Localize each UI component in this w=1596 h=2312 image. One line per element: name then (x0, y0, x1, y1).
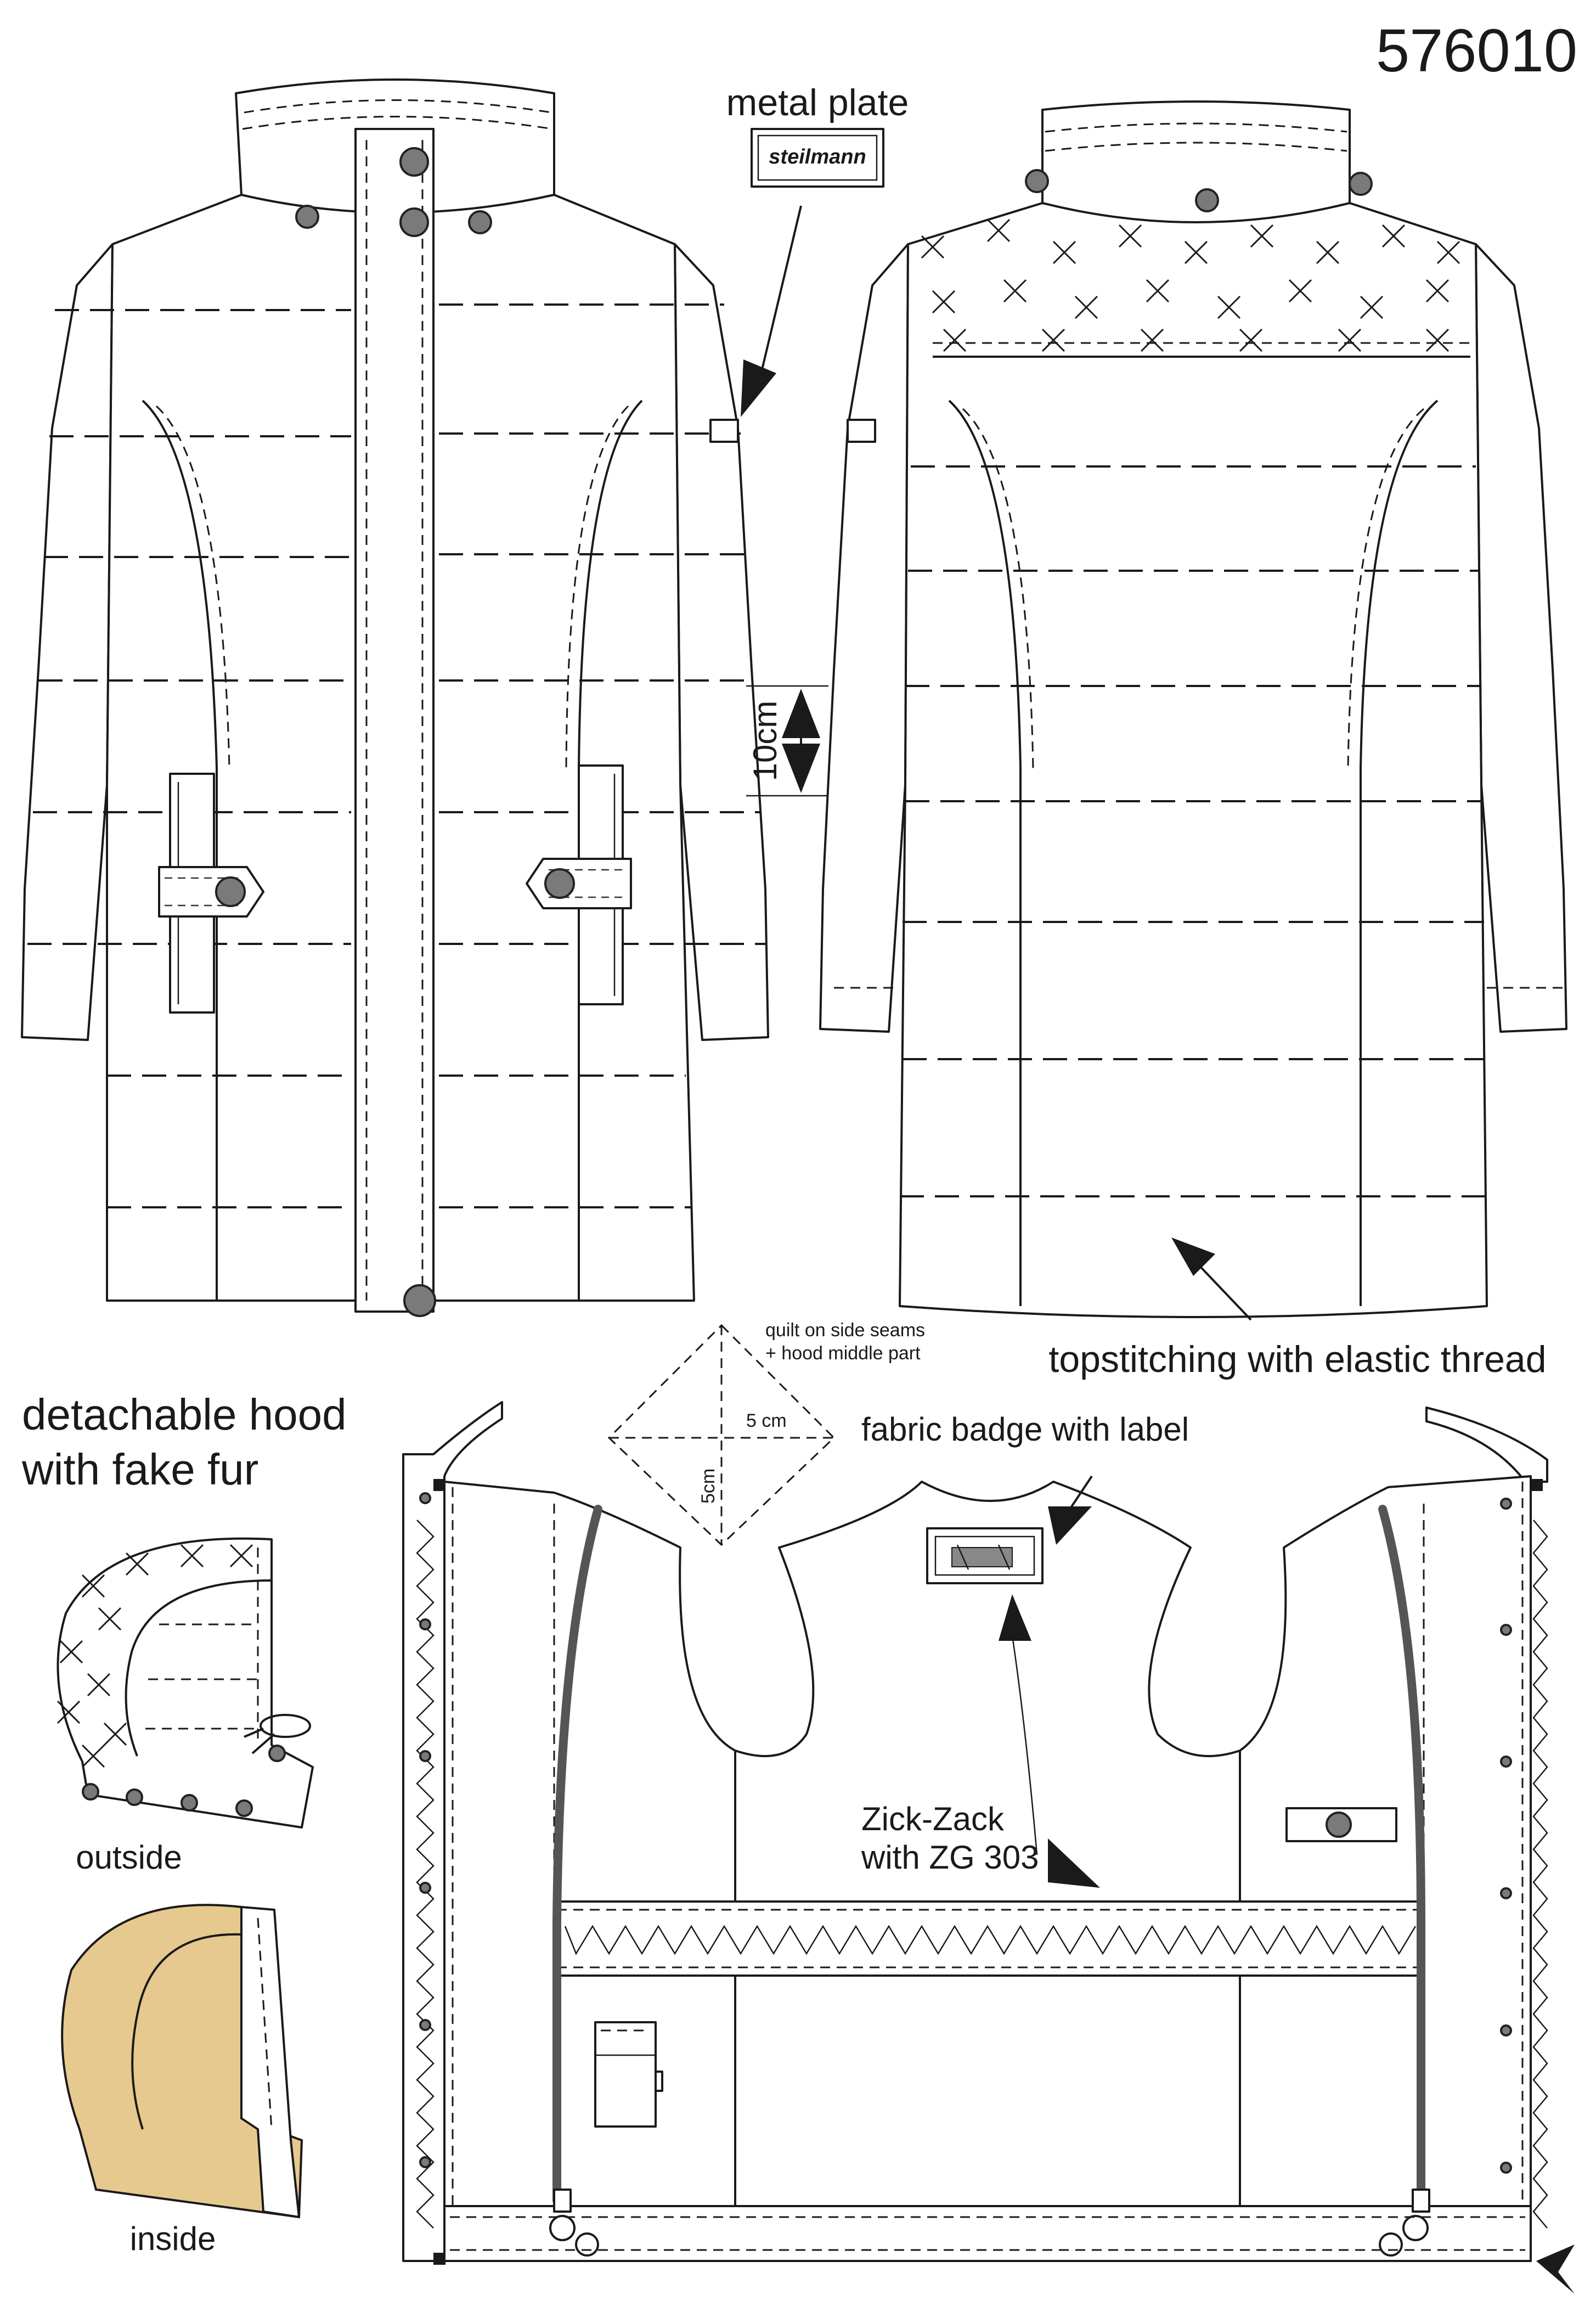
fabric-badge-label: fabric badge with label (861, 1411, 1189, 1448)
front-snap (399, 207, 429, 237)
hood-inside-label: inside (130, 2220, 216, 2257)
sleeve-metal-plate (709, 419, 739, 443)
fabric-badge-callout: fabric badge with label (861, 1411, 1189, 1545)
front-right-sleeve (674, 243, 769, 1041)
sleeve-metal-plate (847, 419, 876, 443)
quilt-note-line1: quilt on side seams (765, 1320, 925, 1341)
article-number: 576010 (1376, 17, 1577, 85)
zickzack-label-line2: with ZG 303 (861, 1839, 1039, 1876)
quilt-diamond-diagram: quilt on side seams + hood middle part 5… (607, 1320, 925, 1546)
tab-snap (544, 868, 575, 899)
back-collar (1041, 100, 1351, 223)
zickzack-label-line1: Zick-Zack (861, 1801, 1005, 1837)
collar-snap (468, 210, 492, 234)
quilt-width-label: 5 cm (746, 1410, 787, 1431)
front-snap (399, 147, 429, 177)
quilt-note-line2: + hood middle part (765, 1343, 921, 1364)
topstitching-label: topstitching with elastic thread (1048, 1338, 1546, 1380)
back-right-sleeve (1475, 243, 1567, 1033)
hood-outside-label: outside (76, 1839, 182, 1876)
lining-pocket (594, 2021, 663, 2128)
collar-snap (1195, 188, 1219, 212)
collar-snap (295, 205, 319, 229)
coat-back-view (819, 100, 1567, 1318)
front-snap (403, 1284, 436, 1317)
measurement-10cm-label: 10cm (747, 701, 783, 781)
metal-plate-logo: steilmann (769, 145, 866, 168)
lining-inner-tab (1285, 1807, 1397, 1842)
coat-front-view (21, 78, 769, 1317)
hood-title-line2: with fake fur (21, 1445, 258, 1494)
front-quilting-lines (27, 303, 765, 1208)
front-left-sleeve (21, 243, 114, 1041)
back-body (899, 202, 1488, 1318)
back-quilting-lines (834, 465, 1564, 1197)
front-placket (354, 128, 435, 1313)
lining-zipper-left (552, 1505, 602, 2205)
lining-body (443, 1475, 1532, 2262)
lining-view (402, 1401, 1575, 2294)
hood-section: detachable hood with fake fur (21, 1390, 347, 2257)
topstitching-callout: topstitching with elastic thread (1048, 1237, 1547, 1380)
collar-snap (1025, 169, 1049, 193)
quilt-height-label: 5cm (698, 1469, 719, 1504)
lining-outer-shape-right (1425, 1407, 1548, 1483)
tab-snap (215, 876, 246, 907)
metal-plate-icon (751, 128, 884, 188)
metal-plate-callout: metal plate steilmann (726, 82, 909, 417)
collar-snap (1349, 172, 1373, 196)
lining-outer-shape (402, 1401, 503, 2262)
zickzack-callout: Zick-Zack with ZG 303 (861, 1594, 1100, 1888)
lining-zipper-right (1378, 1505, 1425, 2205)
yoke-cross-quilting (921, 218, 1460, 352)
back-left-sleeve (819, 243, 909, 1033)
hood-inside-drawing (61, 1904, 303, 2219)
measurement-10cm: 10cm (746, 685, 828, 797)
fabric-badge (926, 1527, 1044, 1584)
hood-outside-drawing (57, 1537, 314, 1829)
metal-plate-label: metal plate (726, 82, 909, 123)
hood-title-line1: detachable hood (22, 1390, 347, 1439)
